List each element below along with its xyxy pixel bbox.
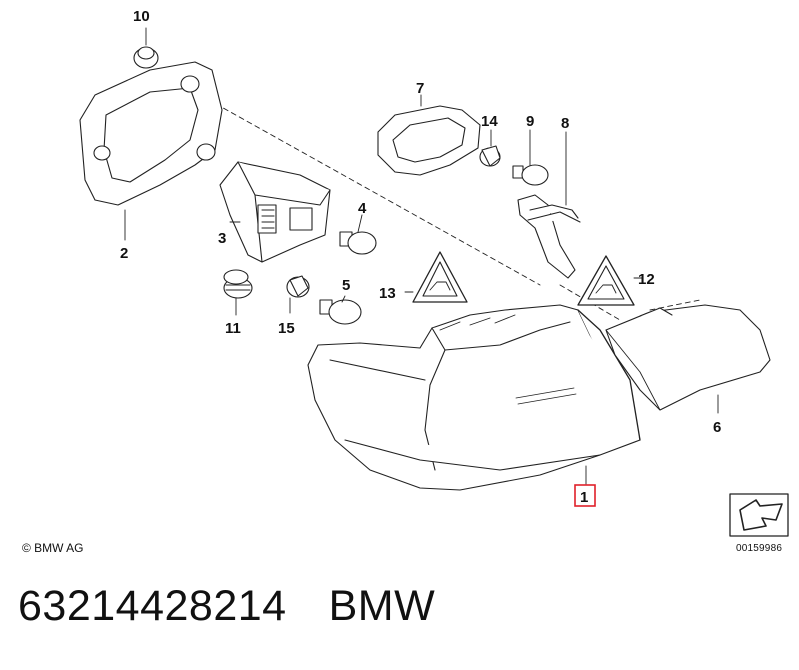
callout-3: 3 [218, 230, 226, 247]
part-4-bulb [339, 214, 377, 255]
part-9-bulb [512, 129, 549, 186]
part-15-socket [286, 275, 310, 314]
part-10-grommet [133, 27, 159, 69]
orientation-arrow-icon [729, 493, 789, 537]
part-7-seal [377, 94, 481, 176]
callout-4: 4 [358, 200, 367, 217]
callout-1-highlight-box [574, 484, 596, 507]
callout-10: 10 [133, 8, 150, 25]
diagram-id: 00159986 [736, 543, 783, 554]
callout-11: 11 [225, 320, 241, 337]
callout-7: 7 [416, 80, 424, 97]
part-14-socket [479, 129, 501, 167]
part-1-tail-light [307, 304, 641, 491]
callout-labels: 10 2 3 4 5 11 15 7 14 9 8 13 12 6 1 [120, 8, 721, 507]
callout-8: 8 [561, 115, 569, 132]
callout-14: 14 [481, 113, 498, 130]
part-number: 63214428214 [18, 582, 287, 630]
part-3-bulb-carrier [219, 161, 331, 263]
callout-2: 2 [120, 245, 128, 262]
part-2-gasket [79, 61, 223, 241]
callout-12: 12 [638, 271, 655, 288]
callout-1: 1 [580, 489, 588, 506]
part-6-inner-light [605, 304, 771, 414]
callout-13: 13 [379, 285, 396, 302]
part-12-warning-label [577, 255, 643, 306]
copyright-notice: © BMW AG [22, 541, 84, 555]
callout-5: 5 [342, 277, 350, 294]
footer-caption: 63214428214 BMW [18, 582, 435, 631]
parts-diagram: 10 2 3 4 5 11 15 7 14 9 8 13 12 6 1 [79, 8, 789, 537]
assembly-guide-lines [199, 94, 701, 321]
callout-9: 9 [526, 113, 534, 130]
part-5-bulb [319, 295, 362, 325]
brand-name: BMW [328, 582, 436, 630]
callout-6: 6 [713, 419, 721, 436]
part-13-warning-label [404, 251, 468, 303]
part-11-grommet [223, 269, 253, 316]
callout-15: 15 [278, 320, 295, 337]
part-8-wiring-bracket [517, 131, 581, 279]
